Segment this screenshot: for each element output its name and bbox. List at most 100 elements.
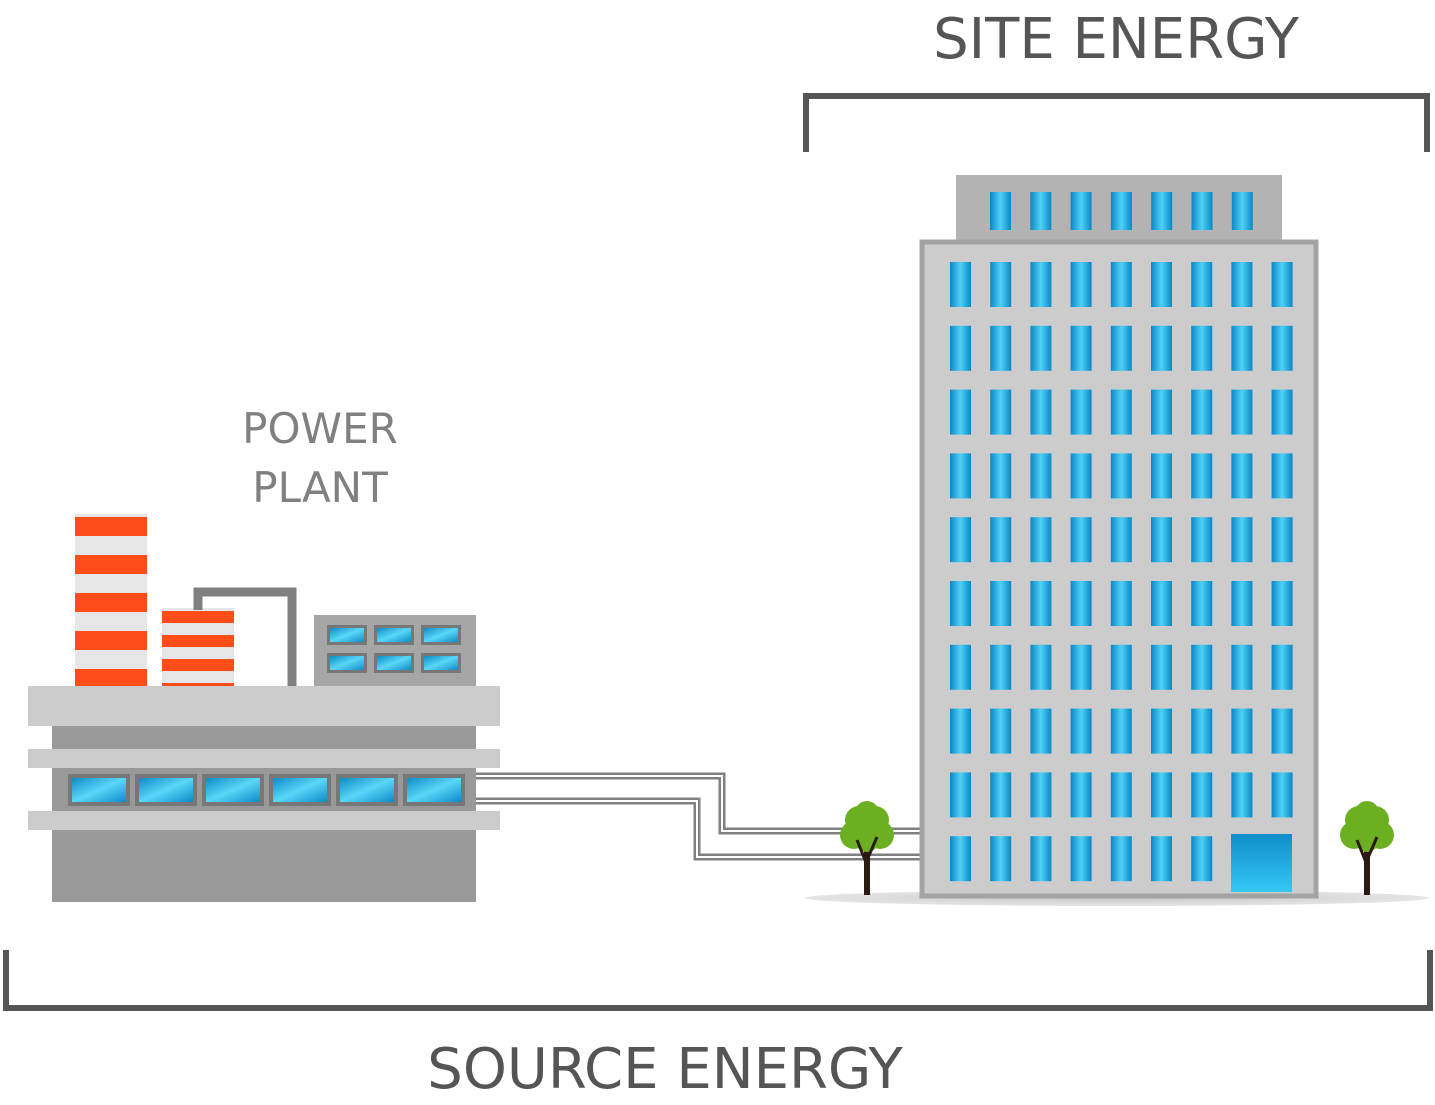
building-window bbox=[1191, 453, 1213, 499]
building-window bbox=[950, 581, 971, 626]
building-window bbox=[950, 389, 971, 435]
building-window bbox=[1151, 772, 1172, 818]
tall-chimney bbox=[75, 514, 147, 686]
plant-window bbox=[72, 778, 126, 802]
site-energy-label: SITE ENERGY bbox=[933, 7, 1300, 72]
building-window bbox=[1191, 708, 1213, 754]
building-window bbox=[1030, 262, 1052, 307]
building-window bbox=[1191, 262, 1213, 307]
building-window bbox=[1271, 262, 1293, 307]
top-window bbox=[1151, 192, 1173, 230]
building-window bbox=[1070, 836, 1092, 882]
building-window bbox=[1030, 772, 1052, 818]
building-window bbox=[1191, 325, 1213, 371]
building-window bbox=[1151, 581, 1172, 626]
building-window bbox=[1070, 262, 1092, 307]
building-window bbox=[1070, 453, 1092, 499]
building-window bbox=[1191, 772, 1213, 818]
building-window bbox=[1070, 517, 1092, 563]
building-window bbox=[1110, 644, 1132, 690]
plant-window bbox=[407, 778, 461, 802]
building-window bbox=[1030, 389, 1052, 435]
building-window bbox=[1271, 581, 1293, 626]
building-window bbox=[950, 517, 971, 563]
building-window bbox=[1070, 772, 1092, 818]
building-window bbox=[1110, 453, 1132, 499]
building-window bbox=[1151, 262, 1172, 307]
building-window bbox=[950, 325, 971, 371]
top-window bbox=[990, 192, 1011, 230]
annex-window bbox=[377, 628, 411, 642]
short-chimney bbox=[162, 608, 234, 686]
building-window bbox=[1030, 453, 1052, 499]
building-window bbox=[1151, 453, 1172, 499]
plant-window bbox=[340, 778, 394, 802]
building-window bbox=[1151, 389, 1172, 435]
building-window bbox=[1030, 581, 1052, 626]
building-window bbox=[1231, 581, 1253, 626]
building-window bbox=[1271, 644, 1293, 690]
building-window bbox=[1110, 517, 1132, 563]
building-window bbox=[1231, 708, 1253, 754]
building-window bbox=[1271, 453, 1293, 499]
building-window bbox=[1030, 644, 1052, 690]
building-window bbox=[1231, 389, 1253, 435]
power-line-icon bbox=[476, 772, 924, 861]
plant-window bbox=[273, 778, 327, 802]
building-window bbox=[1231, 453, 1253, 499]
plant-window bbox=[139, 778, 193, 802]
building-window bbox=[950, 453, 971, 499]
top-window bbox=[1110, 192, 1132, 230]
building-window bbox=[1271, 708, 1293, 754]
annex-window bbox=[330, 628, 364, 642]
tall-chimney-stripe bbox=[75, 593, 147, 612]
building-window bbox=[990, 453, 1012, 499]
factory-icon bbox=[28, 514, 500, 902]
building-window bbox=[950, 836, 971, 882]
tree-leaf bbox=[855, 801, 879, 825]
short-chimney-stripe bbox=[162, 659, 234, 671]
building-window bbox=[1110, 708, 1132, 754]
source-energy-label: SOURCE ENERGY bbox=[427, 1037, 903, 1102]
building-window bbox=[1271, 772, 1293, 818]
short-chimney-stripe bbox=[162, 683, 234, 686]
tall-chimney-stripe bbox=[75, 631, 147, 650]
building-window bbox=[1151, 517, 1172, 563]
building-window bbox=[1110, 389, 1132, 435]
building-window bbox=[1231, 517, 1253, 563]
building-window bbox=[1191, 581, 1213, 626]
building-window bbox=[1191, 644, 1213, 690]
roof-pipe bbox=[193, 587, 297, 686]
annex-window bbox=[424, 628, 458, 642]
plant-window bbox=[206, 778, 260, 802]
building-window bbox=[950, 644, 971, 690]
top-window bbox=[1231, 192, 1253, 230]
building-window bbox=[990, 581, 1012, 626]
building-window bbox=[990, 772, 1012, 818]
building-window bbox=[990, 517, 1012, 563]
tall-chimney-stripe bbox=[75, 517, 147, 536]
building-window bbox=[950, 772, 971, 818]
building-window bbox=[1030, 708, 1052, 754]
skyscraper-icon bbox=[919, 175, 1319, 899]
tall-chimney-stripe bbox=[75, 555, 147, 574]
plant-ledge-upper bbox=[28, 749, 500, 768]
short-chimney-stripe bbox=[162, 611, 234, 623]
tall-chimney-stripe bbox=[75, 669, 147, 686]
building-window bbox=[990, 262, 1012, 307]
building-window bbox=[990, 389, 1012, 435]
tree-branch bbox=[855, 836, 879, 866]
tree-leaf bbox=[1355, 801, 1379, 825]
building-window bbox=[1110, 325, 1132, 371]
top-window bbox=[1191, 192, 1213, 230]
plant-windows bbox=[68, 774, 465, 806]
building-window bbox=[1191, 389, 1213, 435]
building-window bbox=[1231, 644, 1253, 690]
building-window bbox=[1231, 325, 1253, 371]
building-window bbox=[1191, 836, 1213, 882]
annex-window bbox=[330, 656, 364, 670]
building-window bbox=[1110, 581, 1132, 626]
tree-icon bbox=[1340, 801, 1394, 895]
building-window bbox=[1191, 517, 1213, 563]
